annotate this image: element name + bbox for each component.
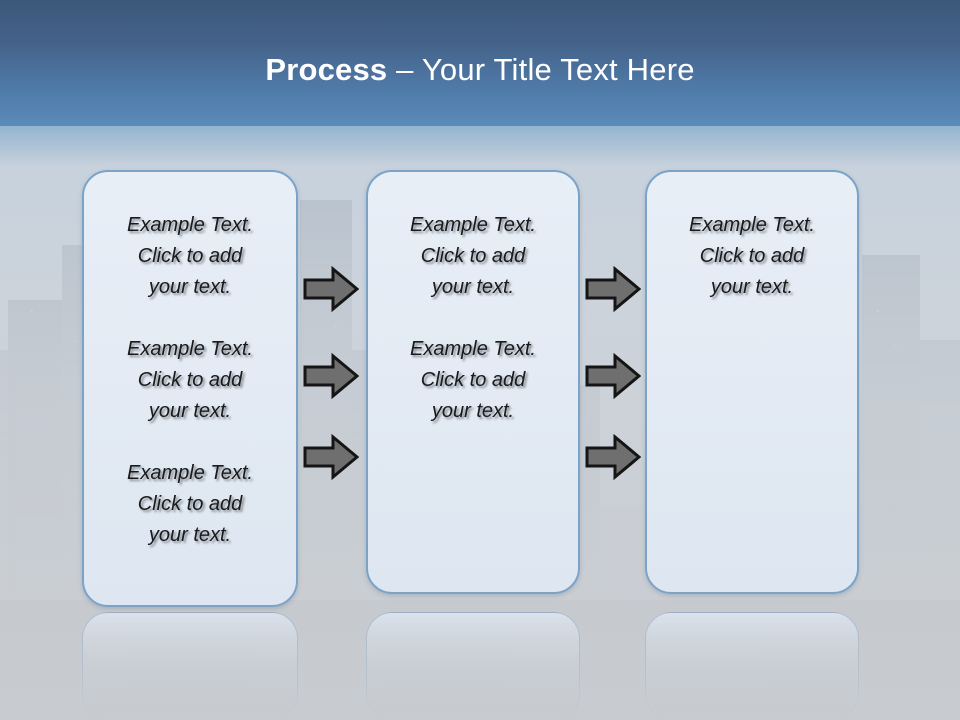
process-box-3[interactable]: Example Text. Click to add your text.	[645, 170, 859, 594]
page-title: Process – Your Title Text Here	[0, 52, 960, 88]
arrow-1-bottom[interactable]	[303, 434, 359, 480]
page-title-rest: – Your Title Text Here	[387, 52, 695, 87]
right-arrow-icon	[303, 434, 359, 480]
slide-header-band	[0, 0, 960, 126]
box-2-reflection	[366, 612, 580, 720]
process-box-3-content: Example Text. Click to add your text.	[647, 172, 857, 334]
process-box-2[interactable]: Example Text. Click to add your text. Ex…	[366, 170, 580, 594]
process-box-1[interactable]: Example Text. Click to add your text. Ex…	[82, 170, 298, 607]
right-arrow-icon	[585, 353, 641, 399]
process-box-1-text-1[interactable]: Example Text. Click to add your text.	[127, 214, 253, 298]
process-box-2-content: Example Text. Click to add your text. Ex…	[368, 172, 578, 458]
box-3-reflection	[645, 612, 859, 720]
process-box-1-text-3[interactable]: Example Text. Click to add your text.	[127, 462, 253, 546]
process-box-2-text-1[interactable]: Example Text. Click to add your text.	[410, 214, 536, 298]
process-box-1-content: Example Text. Click to add your text. Ex…	[84, 172, 296, 582]
right-arrow-icon	[585, 266, 641, 312]
process-box-1-text-2[interactable]: Example Text. Click to add your text.	[127, 338, 253, 422]
arrow-1-top[interactable]	[303, 266, 359, 312]
process-box-3-text-1[interactable]: Example Text. Click to add your text.	[689, 214, 815, 298]
right-arrow-icon	[585, 434, 641, 480]
box-1-reflection	[82, 612, 298, 720]
right-arrow-icon	[303, 353, 359, 399]
process-box-2-text-2[interactable]: Example Text. Click to add your text.	[410, 338, 536, 422]
page-title-strong: Process	[265, 52, 388, 87]
arrow-2-bottom[interactable]	[585, 434, 641, 480]
header-glow	[0, 126, 960, 166]
arrow-1-middle[interactable]	[303, 353, 359, 399]
arrow-2-top[interactable]	[585, 266, 641, 312]
arrow-2-middle[interactable]	[585, 353, 641, 399]
right-arrow-icon	[303, 266, 359, 312]
